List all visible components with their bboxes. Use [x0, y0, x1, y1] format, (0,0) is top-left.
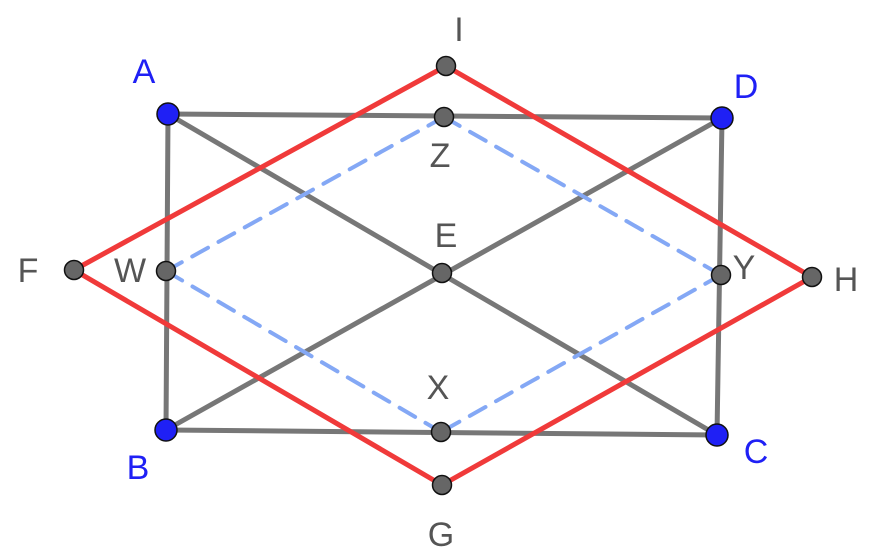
red-rhombus-edge-fi	[71, 63, 449, 273]
label-z: Z	[430, 137, 451, 175]
red-rhombus-edge-hg	[439, 274, 815, 488]
point-i[interactable]	[435, 55, 457, 77]
point-d[interactable]	[710, 106, 734, 130]
point-g[interactable]	[431, 474, 453, 496]
point-y[interactable]	[710, 264, 732, 286]
point-e[interactable]	[431, 262, 453, 284]
label-y: Y	[733, 249, 756, 287]
point-z[interactable]	[433, 106, 455, 128]
point-h[interactable]	[801, 266, 823, 288]
label-h: H	[834, 261, 859, 299]
label-e: E	[435, 217, 458, 255]
label-b: B	[127, 449, 150, 487]
point-f[interactable]	[63, 259, 85, 281]
label-f: F	[18, 252, 39, 290]
red-rhombus-edge-gf	[71, 267, 445, 488]
point-c[interactable]	[705, 423, 729, 447]
label-i: I	[454, 11, 463, 49]
points-layer	[63, 55, 823, 496]
dashed-rhombus-edge-wz	[164, 115, 446, 273]
point-w[interactable]	[155, 260, 177, 282]
label-c: C	[744, 433, 769, 471]
label-x: X	[427, 369, 450, 407]
red-rhombus-edge-ih	[443, 63, 815, 280]
label-d: D	[734, 68, 759, 106]
label-g: G	[428, 516, 454, 554]
dashed-rhombus-edge-xw	[164, 269, 443, 434]
point-x[interactable]	[430, 421, 452, 443]
label-w: W	[114, 252, 146, 290]
point-a[interactable]	[156, 102, 180, 126]
label-a: A	[133, 53, 156, 91]
dashed-rhombus-edge-zy	[442, 115, 723, 277]
labels-layer: A B C D E F G H I W X Y Z	[18, 11, 859, 554]
point-b[interactable]	[154, 418, 178, 442]
dashed-rhombus-edge-yx	[439, 273, 723, 434]
